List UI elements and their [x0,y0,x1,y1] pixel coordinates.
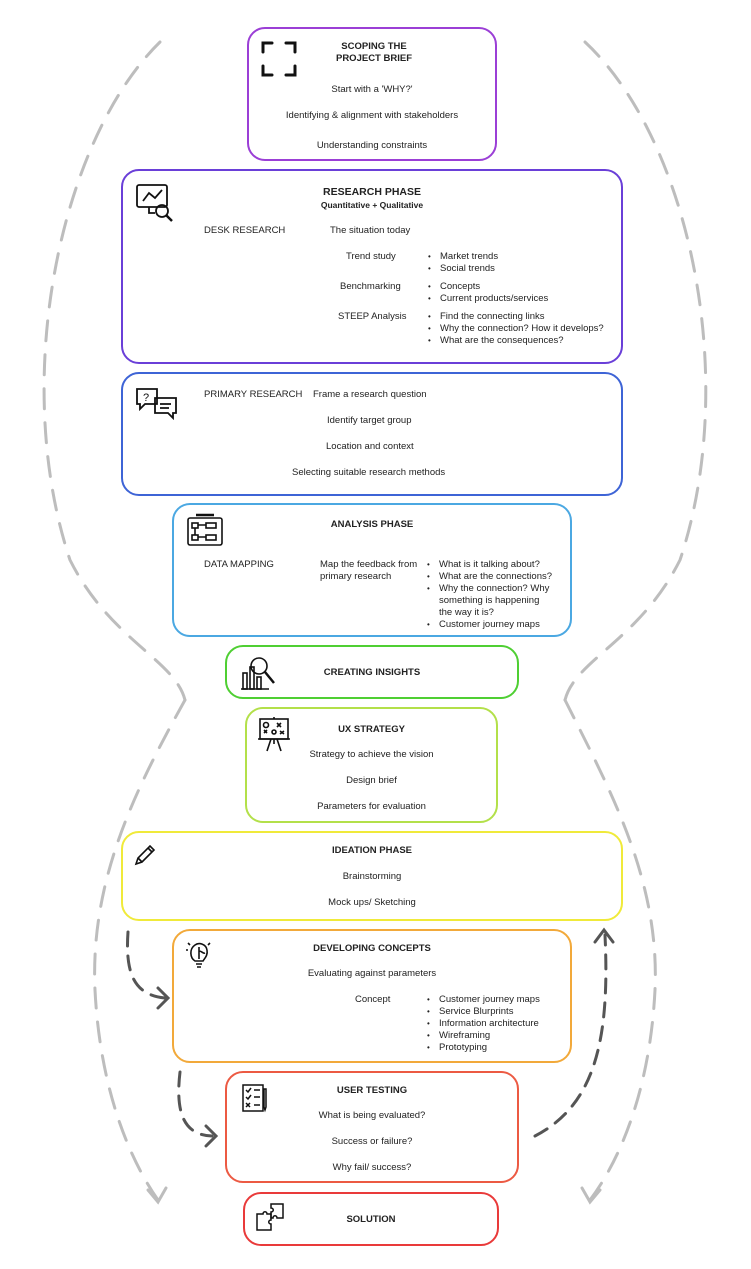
svg-text:?: ? [143,392,149,404]
concept-bullets: Customer journey maps Service Blurprints… [427,994,540,1054]
chart-magnifier-icon [241,657,275,690]
list-item: What is it talking about? [427,559,552,571]
pencil-icon [134,844,156,866]
analysis-title: ANALYSIS PHASE [330,519,414,530]
insights-box: CREATING INSIGHTS [225,645,519,699]
strategy-item-3: Parameters for evaluation [317,801,426,812]
inner-left-arrow-1 [125,930,167,1000]
insights-title: CREATING INSIGHTS [323,667,421,678]
list-item: Service Blurprints [427,1006,540,1018]
list-item: What are the connections? [427,571,552,583]
outer-left-lower-curve [93,698,187,1202]
benchmarking-label: Benchmarking [340,281,401,292]
developing-item: Evaluating against parameters [307,968,437,979]
primary-item-2: Identify target group [327,415,412,426]
testing-item-1: What is being evaluated? [318,1110,426,1121]
strategy-board-icon [258,717,290,752]
scoping-box: SCOPING THE PROJECT BRIEF Start with a '… [247,27,497,161]
benchmarking-bullets: Concepts Current products/services [428,281,548,305]
strategy-item-2: Design brief [346,775,397,786]
list-item: Concepts [428,281,548,293]
analysis-box: ANALYSIS PHASE DATA MAPPING Map the feed… [172,503,572,637]
primary-research-label: PRIMARY RESEARCH [204,389,303,400]
list-item: Customer journey maps [427,619,552,631]
research-box: RESEARCH PHASE Quantitative + Qualitativ… [121,169,623,364]
strategy-box: UX STRATEGY Strategy to achieve the visi… [245,707,498,823]
list-item: Why the connection? Why [427,583,552,595]
primary-research-box: ? PRIMARY RESEARCH Frame a research ques… [121,372,623,496]
list-item: Market trends [428,251,498,263]
steep-analysis-bullets: Find the connecting links Why the connec… [428,311,604,347]
analysis-middle-2: primary research [320,571,392,582]
checklist-icon [242,1084,267,1113]
analytics-monitor-icon [136,184,173,222]
ideation-box: IDEATION PHASE Brainstorming Mock ups/ S… [121,831,623,921]
scoping-item-1: Start with a 'WHY?' [331,84,413,95]
inner-left-arrow-2 [177,1070,214,1138]
testing-item-2: Success or failure? [331,1136,413,1147]
flowchart-board-icon [187,513,223,546]
brain-bulb-icon [186,942,211,968]
scoping-title: SCOPING THE PROJECT BRIEF [335,41,412,64]
trend-study-label: Trend study [346,251,396,262]
strategy-title: UX STRATEGY [338,724,405,735]
developing-box: DEVELOPING CONCEPTS Evaluating against p… [172,929,572,1063]
list-item: Information architecture [427,1018,540,1030]
frame-corners-icon [261,41,297,77]
testing-box: USER TESTING What is being evaluated? Su… [225,1071,519,1183]
list-item: Why the connection? How it develops? [428,323,604,335]
testing-title: USER TESTING [336,1085,408,1096]
outer-right-arrowhead [580,1186,602,1205]
list-item: Wireframing [427,1030,540,1042]
steep-analysis-label: STEEP Analysis [338,311,407,322]
primary-item-3: Location and context [326,441,414,452]
puzzle-icon [256,1203,284,1231]
trend-study-bullets: Market trends Social trends [428,251,498,275]
scoping-item-3: Understanding constraints [316,140,428,151]
list-item: Social trends [428,263,498,275]
research-title: RESEARCH PHASE [322,186,422,198]
list-item-continued: the way it is? [439,607,494,618]
ideation-title: IDEATION PHASE [331,845,413,856]
primary-item-1: Frame a research question [313,389,427,400]
chat-bubbles-icon: ? [136,388,177,420]
list-item: Customer journey maps [427,994,540,1006]
concept-label: Concept [355,994,391,1005]
developing-title: DEVELOPING CONCEPTS [313,943,431,954]
solution-title: SOLUTION [346,1214,396,1225]
analysis-middle-1: Map the feedback from [320,559,418,570]
situation-today: The situation today [330,225,411,236]
primary-item-4: Selecting suitable research methods [292,467,446,478]
ideation-item-2: Mock ups/ Sketching [328,897,416,908]
outer-left-upper-curve [42,40,187,702]
analysis-bullets: What is it talking about? What are the c… [427,559,552,631]
list-item: Current products/services [428,293,548,305]
strategy-item-1: Strategy to achieve the vision [309,749,434,760]
ideation-item-1: Brainstorming [342,871,402,882]
list-item: Prototyping [427,1042,540,1054]
list-item: What are the consequences? [428,335,604,347]
outer-left-arrowhead [146,1186,168,1205]
list-item: Find the connecting links [428,311,604,323]
outer-right-lower-curve [563,698,657,1202]
list-item-continued: something is happening [439,595,540,606]
outer-right-upper-curve [563,40,708,702]
research-subtitle: Quantitative + Qualitative [320,200,424,210]
testing-item-3: Why fail/ success? [332,1162,412,1173]
desk-research-label: DESK RESEARCH [204,225,286,236]
data-mapping-label: DATA MAPPING [204,559,274,570]
scoping-item-2: Identifying & alignment with stakeholder… [285,110,459,121]
solution-box: SOLUTION [243,1192,499,1246]
inner-right-loop-arrow [533,933,608,1138]
